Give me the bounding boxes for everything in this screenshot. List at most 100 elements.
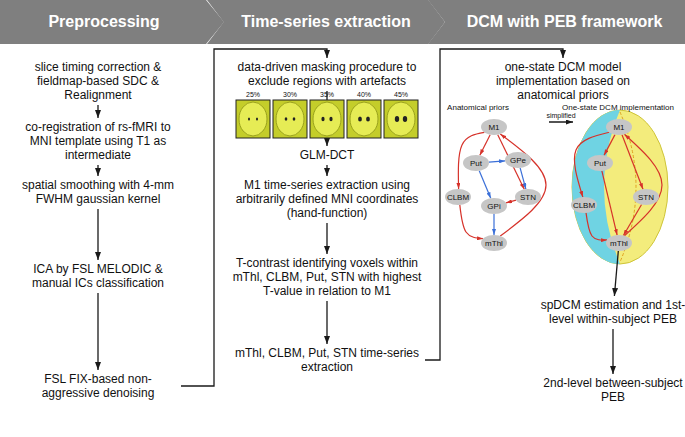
process-step: ICA by FSL MELODIC & manual ICs classifi… [18, 262, 178, 290]
region-node: CLBM [445, 189, 471, 205]
thumbnail-frame [347, 100, 381, 138]
threshold-label: 25% [246, 90, 260, 99]
region-node: CLBM [571, 197, 597, 213]
pathway-arrow [489, 161, 505, 162]
pathway-arrow [506, 200, 516, 203]
node-text: GPe [510, 156, 526, 165]
node-text: mThl [610, 239, 628, 248]
process-step: mThl, CLBM, Put, STN time-series extract… [232, 346, 422, 374]
node-text: STN [638, 193, 654, 202]
masked-area [395, 116, 399, 122]
process-step: M1 time-series extraction using arbitrar… [232, 178, 422, 220]
masked-area [358, 116, 362, 121]
node-text: mThl, CLBM, Put, STN time-series extract… [232, 346, 422, 374]
process-step: co-registration of rs-fMRI to MNI templa… [18, 120, 178, 162]
node-text: Time-series extraction [241, 13, 411, 31]
brain-slice [350, 102, 378, 136]
masked-area [285, 117, 288, 121]
threshold-label: 35% [320, 90, 334, 99]
node-text: STN [520, 193, 536, 202]
flow-arrow [326, 223, 327, 254]
pathway-arrow [586, 213, 607, 240]
pathway-arrow [622, 135, 643, 189]
mask-thumbnail [273, 100, 307, 138]
panel-title: Anatomical priors [447, 103, 509, 113]
region-node: GPe [505, 152, 531, 168]
node-text: CLBM [573, 201, 595, 210]
brain-slice [239, 102, 267, 136]
masked-area [366, 116, 370, 121]
process-step: spatial smoothing with 4-mm FWHM gaussia… [18, 178, 178, 206]
process-step: data-driven masking procedure to exclude… [232, 60, 422, 88]
simplify-arrow [549, 121, 573, 123]
chevron-fill [428, 0, 685, 44]
annotation: simplified [546, 111, 575, 120]
flow-arrow [97, 165, 98, 176]
thumbnail-frame [384, 100, 418, 138]
pathway-arrow [460, 205, 483, 239]
chevron-fill [0, 0, 224, 44]
region-node: Put [463, 155, 489, 171]
pathway-arrow [480, 135, 490, 156]
pathway-arrow [624, 134, 662, 235]
node-text: GPi [487, 202, 500, 211]
node-text: one-state DCM model implementation based… [488, 60, 638, 102]
node-text: M1 [488, 123, 499, 132]
flow-arrow [97, 293, 98, 370]
mask-thumbnail [347, 100, 381, 138]
pathway-arrow [479, 171, 491, 199]
masked-area [248, 118, 250, 121]
node-text: CLBM [447, 193, 469, 202]
stage-header: Preprocessing [0, 0, 224, 44]
pathway-arrow [602, 171, 617, 235]
node-text: spatial smoothing with 4-mm FWHM gaussia… [18, 178, 178, 206]
node-text: GLM-DCT [232, 148, 422, 162]
node-text: FSL FIX-based non-aggressive denoising [18, 372, 178, 400]
region-node: STN [633, 189, 659, 205]
region-node: M1 [606, 119, 632, 135]
node-text: T-contrast identifying voxels within mTh… [232, 256, 422, 298]
pathway-arrow [604, 135, 615, 156]
node-text: 2nd-level between-subject PEB [533, 376, 685, 404]
process-step: spDCM estimation and 1st-level within-su… [533, 298, 685, 326]
brain-slice [313, 102, 341, 136]
masked-area [256, 118, 258, 121]
node-text: slice timing correction & fieldmap-based… [18, 60, 178, 102]
node-text: data-driven masking procedure to exclude… [232, 60, 422, 88]
region-node: mThl [481, 235, 507, 251]
process-step: slice timing correction & fieldmap-based… [18, 60, 178, 102]
stage-header: Time-series extraction [207, 0, 445, 44]
process-step: FSL FIX-based non-aggressive denoising [18, 372, 178, 400]
thumbnail-frame [310, 100, 344, 138]
threshold-label: 30% [283, 90, 297, 99]
mask-thumbnail [384, 100, 418, 138]
region-node: mThl [606, 235, 632, 251]
pathway-arrow [500, 134, 546, 236]
thumbnail-frame [273, 100, 307, 138]
pathway-arrow [623, 205, 641, 236]
process-step: GLM-DCT [232, 148, 422, 162]
region-node: GPi [481, 198, 507, 214]
process-step: one-state DCM model implementation based… [488, 60, 638, 102]
flow-arrow [326, 165, 327, 176]
flow-arrow [97, 105, 98, 118]
region-node: M1 [481, 119, 507, 135]
node-text: Preprocessing [48, 13, 159, 31]
node-text: DCM with PEB framework [467, 13, 663, 31]
process-step: T-contrast identifying voxels within mTh… [232, 256, 422, 298]
process-step: 2nd-level between-subject PEB [533, 376, 685, 404]
thumbnail-frame [236, 100, 270, 138]
node-text: Put [470, 159, 482, 168]
flow-arrow [612, 329, 613, 374]
node-text: spDCM estimation and 1st-level within-su… [533, 298, 685, 326]
mask-thumbnail [236, 100, 270, 138]
panel-title: One-state DCM implementation [562, 103, 674, 113]
chevron-fill [207, 0, 445, 44]
node-text: ICA by FSL MELODIC & manual ICs classifi… [18, 262, 178, 290]
node-text: Put [594, 159, 606, 168]
masked-area [329, 117, 332, 121]
masked-area [321, 117, 324, 121]
pathway-arrow [493, 214, 494, 235]
